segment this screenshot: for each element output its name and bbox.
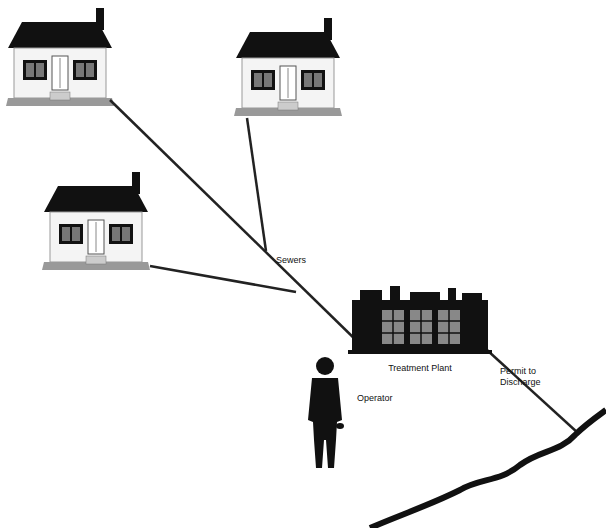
plant-node: Treatment Plant: [345, 284, 495, 374]
text-label: Sewers: [276, 255, 316, 266]
node-label: Treatment Plant: [345, 363, 495, 374]
house: [234, 18, 342, 116]
treatment-plant-building: [348, 286, 492, 354]
operator-silhouette: [308, 357, 344, 468]
house: [6, 8, 114, 106]
text-label: Permit to Discharge: [500, 366, 550, 388]
sewer-lines: [110, 100, 578, 433]
river: [370, 410, 606, 528]
house: [42, 172, 150, 270]
text-label: Operator: [357, 393, 407, 404]
